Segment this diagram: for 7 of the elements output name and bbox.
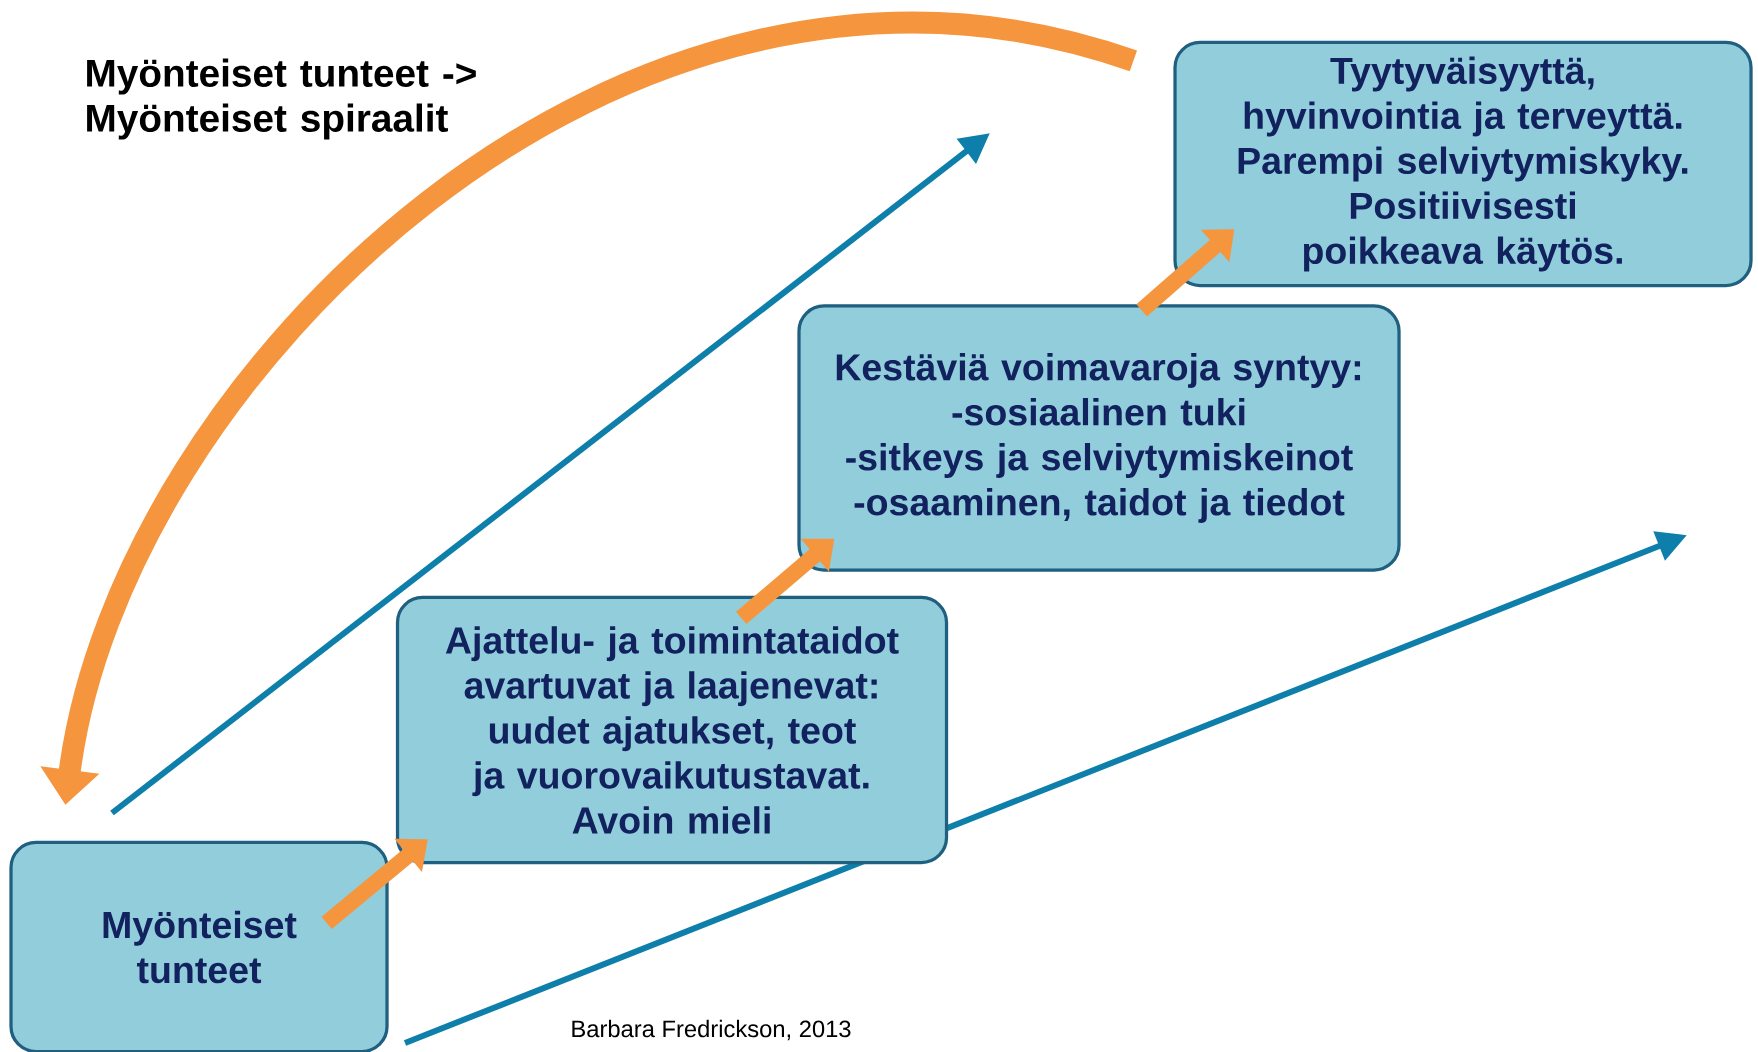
text-box: Tyytyväisyyttä, hyvinvointia ja terveyttä. Parempi selviytymiskyky. Positiivisesti poikkeava käytös. bbox=[1173, 40, 1753, 288]
text-box: Myönteiset tunteet bbox=[9, 840, 389, 1052]
title: Myönteiset tunteet -> Myönteiset spiraalit bbox=[87, 58, 476, 140]
caption: Barbara Fredrickson, 2013 bbox=[572, 1019, 851, 1041]
text-box: Kestäviä voimavaroja syntyy: -sosiaalinen tuki -sitkeys ja selviytymiskeinot -osaaminen, taidot ja tiedot bbox=[797, 304, 1401, 572]
text-box: Ajattelu- ja toimintataidot avartuvat ja laajenevat: uudet ajatukset, teot ja vuorovaikutustavat. Avoin mieli bbox=[395, 595, 949, 865]
block-arrow bbox=[321, 838, 428, 930]
